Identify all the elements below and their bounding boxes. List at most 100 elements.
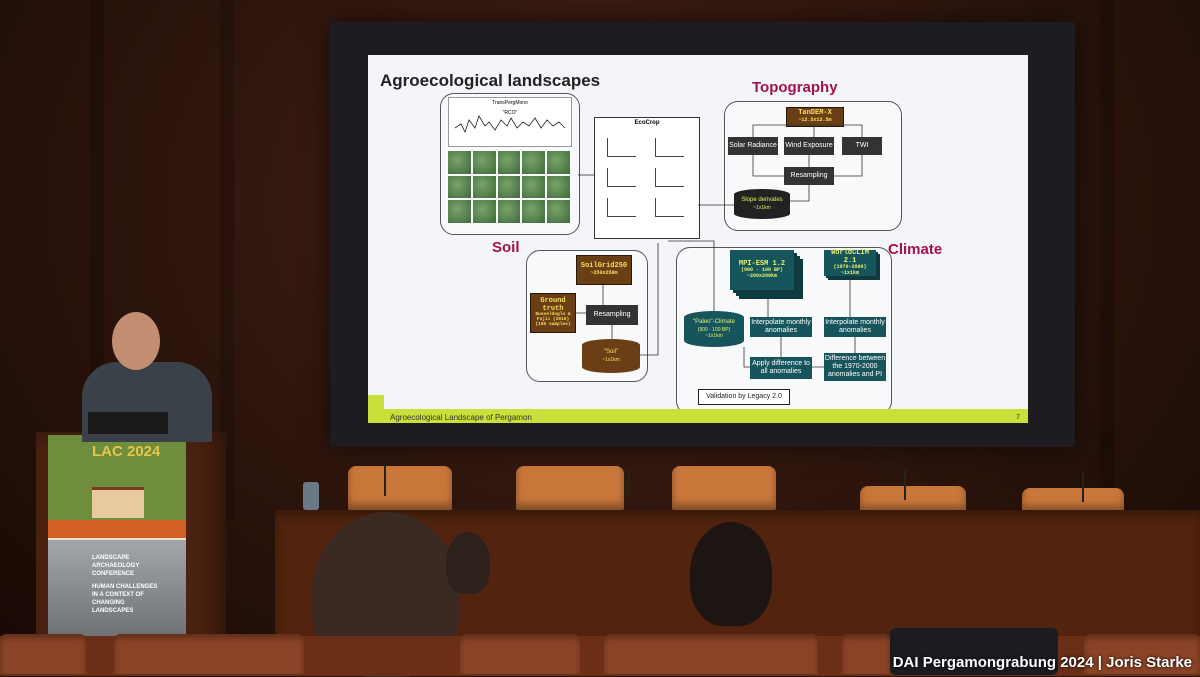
map-tile: [472, 151, 496, 174]
response-curve: [655, 168, 684, 187]
slide-title: Agroecological landscapes: [380, 71, 601, 90]
soilgrid-box: SoilGrid250 ~250x250m: [576, 255, 632, 285]
map-tile: [547, 151, 570, 174]
conference-banner: LAC 2024 LANDSCAPE ARCHAEOLOGY CONFERENC…: [48, 435, 186, 640]
topography-title: Topography: [752, 79, 838, 96]
ground-truth-box: Ground truth Dusseldoglu & Fujii (2019) …: [530, 293, 576, 333]
map-tile: [522, 151, 546, 174]
slide-footer-bar: [368, 409, 1028, 423]
response-curve: [607, 198, 636, 217]
banner-title: LAC 2024: [92, 443, 161, 460]
plot-label: TransPergMono: [492, 100, 528, 106]
mpi-esm-resolution: ~200x200km: [746, 272, 777, 279]
footer-logo-block: [368, 395, 384, 423]
speaker-head: [112, 312, 160, 370]
ground-truth-detail: Dusseldoglu & Fujii (2019) (159 samples): [535, 312, 571, 328]
time-series-plot: TransPergMono "RCO": [448, 97, 572, 147]
tandem-resolution: ~12.5x12.5m: [798, 117, 832, 124]
map-tile: [547, 175, 570, 199]
audience-jacket: [890, 628, 1058, 675]
soil-output-db: "Soil" ~1x1km: [582, 339, 640, 373]
worldclim-title: WorldCLIM 2.1: [831, 248, 869, 265]
paleo-climate-db: "Paleo"-Climate (900 - 100 BP) ~1x1km: [684, 311, 744, 347]
response-curve: [655, 138, 684, 157]
microphone: [384, 466, 386, 496]
audience-seat: [0, 634, 86, 674]
tandem-box: TanDEM-X ~12.5x12.5m: [786, 107, 844, 127]
difference-box: Difference between the 1970-2000 anomali…: [824, 353, 886, 381]
audience-seat: [842, 634, 890, 674]
soil-resampling-box: Resampling: [586, 305, 638, 325]
audience-seat: [604, 634, 818, 674]
mpi-esm-box: MPI-ESM 1.2 (900 - 100 BP) ~200x200km: [730, 250, 794, 290]
map-tile: [448, 200, 471, 223]
banner-building-illustration: [92, 487, 144, 518]
wall-panel: [1100, 0, 1114, 520]
chair: [672, 466, 776, 510]
worldclim-range: (1970-2000): [833, 264, 867, 271]
map-tile: [448, 151, 471, 174]
response-curve: [655, 198, 684, 217]
interpolate-right-box: Interpolate monthly anomalies: [824, 317, 886, 337]
ecocrop-box: EcoCrop: [594, 117, 700, 239]
slope-derivates-resolution: ~1x1km: [753, 204, 771, 211]
response-curve: [607, 138, 636, 157]
chair: [1022, 488, 1124, 512]
map-tile: [472, 200, 496, 223]
paleo-climate-resolution: ~1x1km: [705, 332, 723, 339]
soilgrid-title: SoilGrid250: [580, 262, 628, 271]
soilgrid-resolution: ~250x250m: [590, 270, 618, 277]
banner-tagline: HUMAN CHALLENGES IN A CONTEXT OF CHANGIN…: [92, 584, 158, 614]
audience-seat: [1084, 634, 1200, 674]
climate-title: Climate: [888, 241, 943, 258]
slope-derivates-label: Slope derivates: [741, 197, 783, 204]
banner-conference-name: LANDSCAPE ARCHAEOLOGY CONFERENCE: [92, 555, 140, 577]
banner-subtitle: LANDSCAPE ARCHAEOLOGY CONFERENCE HUMAN C…: [92, 555, 162, 616]
apply-difference-box: Apply difference to all anomalies: [750, 357, 812, 379]
slide-footer-text: Agroecological Landscape of Pergamon: [390, 413, 532, 422]
map-tile: [497, 175, 521, 199]
slide-page-number: 7: [1016, 414, 1020, 421]
map-tile-grid: [448, 151, 570, 223]
soil-output-label: "Soil": [603, 349, 619, 356]
chair: [516, 466, 624, 510]
map-tile: [497, 200, 521, 223]
audience-seat: [114, 634, 304, 674]
paleo-climate-label: "Paleo"-Climate: [693, 319, 735, 326]
slope-derivates-db: Slope derivates ~1x1km: [734, 189, 790, 219]
chair: [348, 466, 452, 510]
microphone: [1082, 472, 1084, 502]
audience-head: [690, 522, 772, 626]
paleo-climate-range: (900 - 100 BP): [697, 326, 731, 333]
map-tile: [497, 151, 521, 174]
audience-head: [446, 532, 490, 594]
plot-sublabel: "RCO": [502, 110, 518, 116]
ground-truth-title: Ground truth: [540, 296, 566, 313]
tandem-title: TanDEM-X: [798, 109, 832, 118]
topo-resampling-box: Resampling: [784, 167, 834, 185]
worldclim-resolution: ~1x1km: [840, 269, 859, 276]
banner-landscape-photo: [48, 540, 186, 640]
laptop: [88, 412, 168, 434]
water-bottle: [303, 482, 319, 510]
map-tile: [522, 175, 546, 199]
mpi-esm-title: MPI-ESM 1.2: [738, 259, 786, 268]
solar-radiance-box: Solar Radiance: [728, 137, 778, 155]
audience-seat: [460, 634, 580, 674]
presentation-slide: Agroecological landscapes TransPergMono …: [368, 55, 1028, 423]
worldclim-box: WorldCLIM 2.1 (1970-2000) ~1x1km: [824, 248, 876, 276]
map-tile: [522, 200, 546, 223]
map-tile: [448, 175, 471, 199]
twi-box: TWI: [842, 137, 882, 155]
wind-exposure-box: Wind Exposure: [784, 137, 834, 155]
ecocrop-label: EcoCrop: [634, 120, 660, 126]
validation-box: Validation by Legacy 2.0: [698, 389, 790, 405]
photo-credit: DAI Pergamongrabung 2024 | Joris Starke: [892, 654, 1192, 671]
map-tile: [547, 200, 570, 223]
chair: [860, 486, 966, 512]
time-series-line: [454, 115, 566, 134]
soil-output-resolution: ~1x1km: [602, 356, 620, 363]
microphone: [904, 470, 906, 500]
soil-title: Soil: [492, 239, 520, 256]
map-tile: [472, 175, 496, 199]
